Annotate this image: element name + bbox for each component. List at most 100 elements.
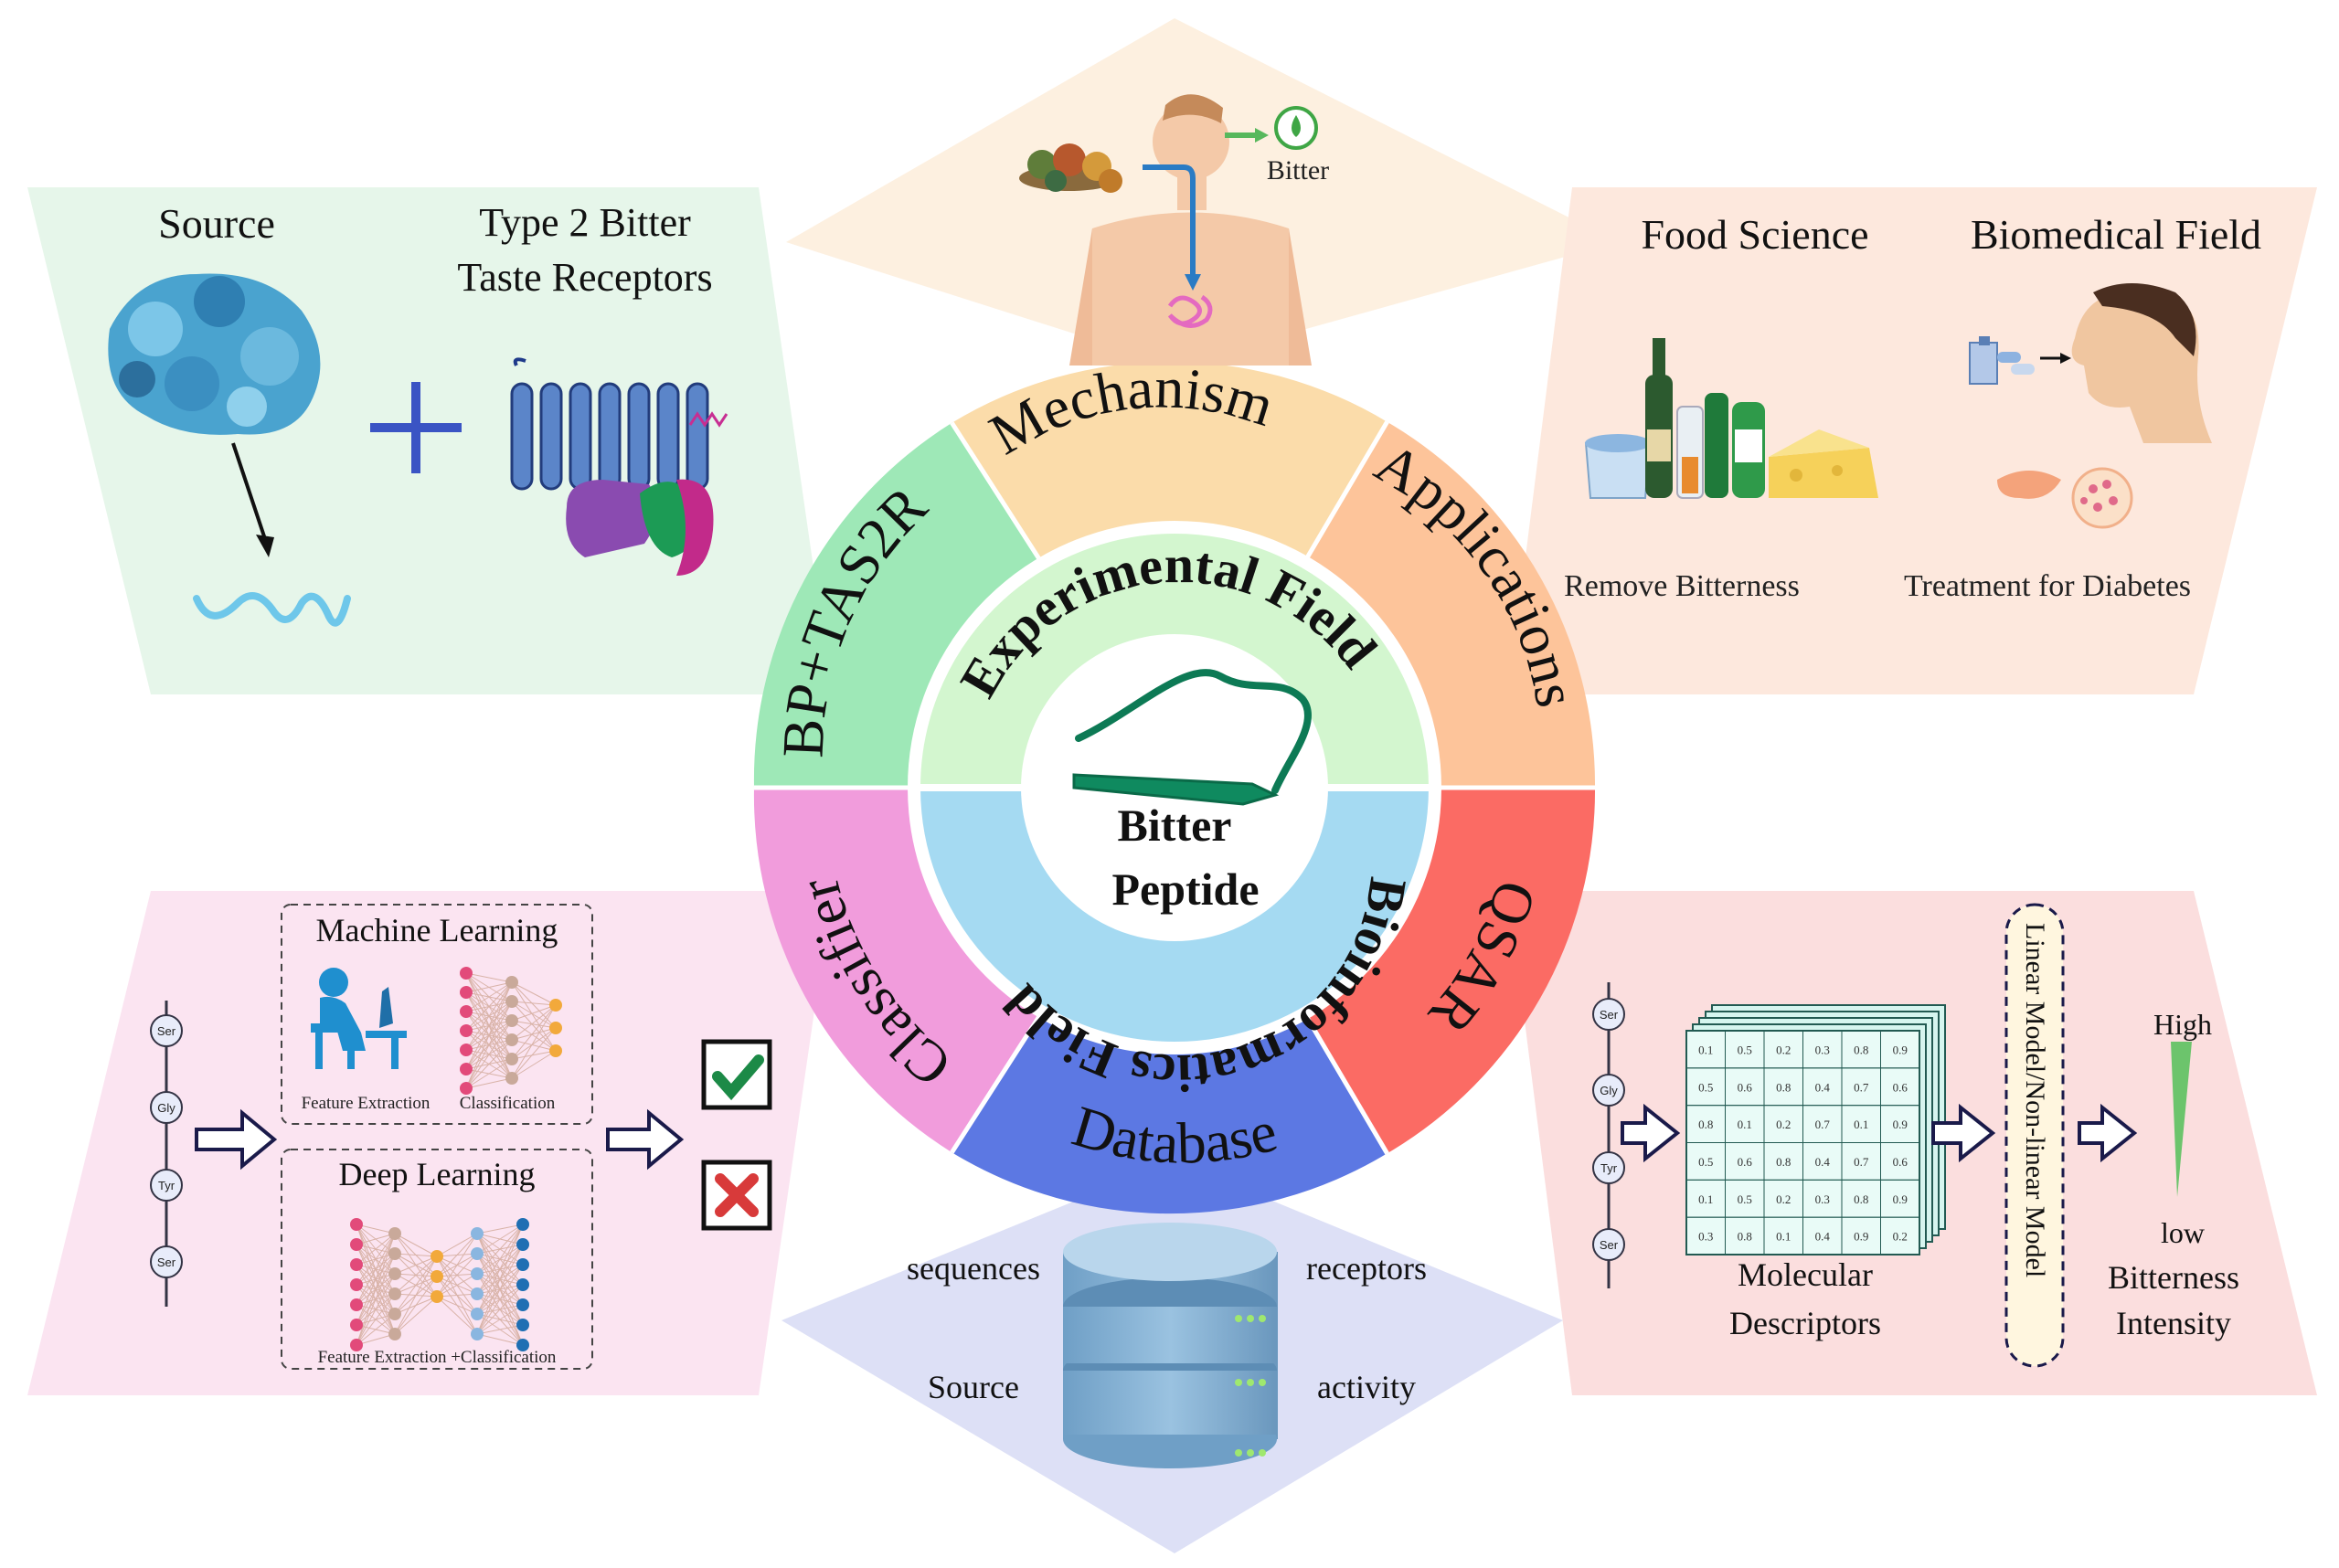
matrix-value: 0.1 xyxy=(1854,1118,1868,1131)
matrix-value: 0.6 xyxy=(1738,1080,1753,1094)
ml-box xyxy=(281,904,593,1125)
intensity-wedge xyxy=(2171,1042,2192,1197)
person-computer-icon xyxy=(311,968,407,1069)
network-node xyxy=(388,1287,401,1300)
ring-segment-qsar[interactable] xyxy=(1284,788,1596,1154)
matrix-value: 0.6 xyxy=(1893,1155,1908,1169)
matrix-value: 0.5 xyxy=(1698,1080,1713,1094)
classifier-residue-1: Ser xyxy=(157,1024,176,1038)
network-node xyxy=(516,1298,529,1311)
matrix-value: 0.3 xyxy=(1698,1230,1713,1244)
matrix-value: 0.1 xyxy=(1738,1118,1752,1131)
matrix-value: 0.8 xyxy=(1854,1043,1868,1056)
ring-segment-database[interactable] xyxy=(952,978,1387,1214)
pancreas-icon xyxy=(1997,467,2133,529)
network-node xyxy=(549,1022,562,1034)
matrix-value: 0.2 xyxy=(1776,1118,1791,1131)
biomedical-label: Biomedical Field xyxy=(1971,211,2261,258)
network-node xyxy=(471,1247,484,1260)
classifier-sequence: Ser Gly Tyr Ser xyxy=(150,1001,183,1307)
ml-feature-label: Feature Extraction xyxy=(302,1094,431,1113)
ml-title: Machine Learning xyxy=(316,912,558,948)
network-node xyxy=(549,1044,562,1057)
qsar-residue-2: Gly xyxy=(1600,1084,1618,1097)
receptor-label-line1: Type 2 Bitter xyxy=(479,200,691,245)
network-node xyxy=(431,1250,443,1263)
classifier-residue-3: Tyr xyxy=(158,1179,175,1192)
classifier-output-arrow xyxy=(606,1108,685,1171)
network-node xyxy=(516,1258,529,1271)
matrix-value: 0.9 xyxy=(1893,1043,1908,1056)
ring-segment-mechanism[interactable] xyxy=(952,361,1387,598)
network-node xyxy=(471,1328,484,1340)
network-node xyxy=(471,1287,484,1300)
intensity-low-label: low xyxy=(2161,1216,2205,1249)
network-node xyxy=(460,986,473,999)
network-node xyxy=(350,1218,363,1231)
network-node xyxy=(388,1247,401,1260)
network-node xyxy=(471,1227,484,1240)
db-receptors-label: receptors xyxy=(1306,1250,1427,1287)
ring-segment-bp-tas2r[interactable] xyxy=(753,422,1064,788)
network-node xyxy=(350,1278,363,1291)
food-pile-icon xyxy=(1019,143,1122,193)
network-node xyxy=(460,1044,473,1056)
network-node xyxy=(388,1308,401,1320)
qsar-residue-4: Ser xyxy=(1600,1238,1619,1252)
patient-pill-icon xyxy=(1969,283,2212,443)
protein-blob-icon xyxy=(108,273,321,435)
peptide-chain-icon xyxy=(193,592,351,627)
source-label: Source xyxy=(158,200,275,247)
network-node xyxy=(460,1082,473,1095)
network-node xyxy=(460,1024,473,1037)
matrix-value: 0.1 xyxy=(1698,1043,1713,1056)
matrix-value: 0.4 xyxy=(1815,1155,1831,1169)
network-node xyxy=(516,1238,529,1251)
ring-segment-applications[interactable] xyxy=(1284,421,1596,788)
matrix-value: 0.2 xyxy=(1776,1043,1791,1056)
classifier-residue-2: Gly xyxy=(157,1101,175,1115)
db-source-label: Source xyxy=(928,1369,1019,1405)
matrix-value: 0.2 xyxy=(1893,1230,1908,1244)
matrix-value: 0.8 xyxy=(1698,1118,1713,1131)
matrix-cell xyxy=(1880,1216,1920,1255)
db-activity-label: activity xyxy=(1317,1369,1416,1405)
network-node xyxy=(350,1258,363,1271)
classifier-input-arrow xyxy=(195,1108,278,1171)
diabetes-label: Treatment for Diabetes xyxy=(1904,569,2191,603)
intestine-icon xyxy=(1167,294,1213,328)
check-icon xyxy=(701,1039,772,1110)
remove-bitterness-label: Remove Bitterness xyxy=(1564,569,1800,603)
matrix-value: 0.9 xyxy=(1854,1230,1868,1244)
dl-box xyxy=(281,1149,593,1370)
center-label-line2: Peptide xyxy=(1111,863,1259,915)
dl-caption: Feature Extraction +Classification xyxy=(318,1348,557,1367)
network-node xyxy=(388,1267,401,1280)
network-node xyxy=(516,1218,529,1231)
matrix-value: 0.4 xyxy=(1815,1230,1831,1244)
receptor-icon xyxy=(510,357,728,576)
db-sequences-label: sequences xyxy=(907,1250,1040,1287)
cross-icon xyxy=(701,1160,772,1231)
matrix-value: 0.9 xyxy=(1893,1192,1908,1206)
network-node xyxy=(516,1319,529,1331)
matrix-value: 0.9 xyxy=(1893,1118,1908,1131)
ring-segment-classifier[interactable] xyxy=(753,788,1064,1153)
network-node xyxy=(505,1072,518,1085)
qsar-residue-1: Ser xyxy=(1600,1008,1619,1022)
network-node xyxy=(350,1319,363,1331)
matrix-value: 0.5 xyxy=(1738,1043,1752,1056)
matrix-value: 0.8 xyxy=(1738,1230,1752,1244)
network-node xyxy=(471,1308,484,1320)
dl-title: Deep Learning xyxy=(339,1156,536,1192)
matrix-value: 0.6 xyxy=(1738,1155,1753,1169)
network-node xyxy=(350,1298,363,1311)
intensity-high-label: High xyxy=(2153,1008,2212,1041)
matrix-value: 0.4 xyxy=(1815,1080,1831,1094)
network-node xyxy=(505,1033,518,1046)
matrix-value: 0.3 xyxy=(1815,1043,1830,1056)
food-science-label: Food Science xyxy=(1641,211,1868,258)
qsar-output-arrow xyxy=(2078,1103,2138,1163)
network-node xyxy=(505,995,518,1008)
